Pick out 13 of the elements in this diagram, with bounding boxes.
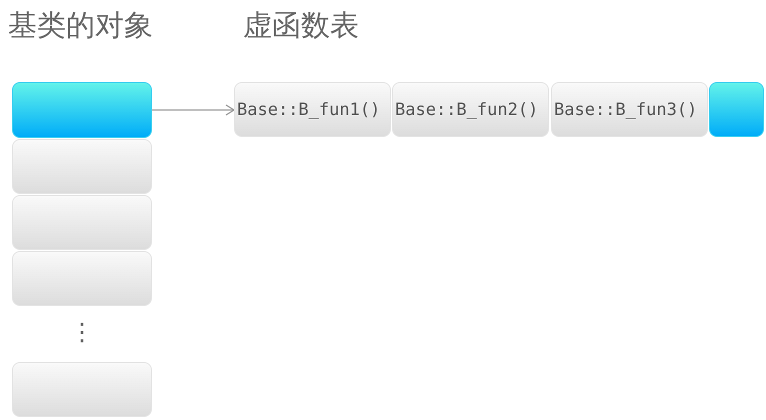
arrow — [152, 104, 235, 116]
slot-box — [12, 362, 152, 417]
vertical-ellipsis: ⋮ — [70, 320, 94, 344]
function-entry-box: Base::B_fun3() — [551, 82, 708, 137]
column-heading: 基类的对象 — [8, 11, 153, 40]
slot-box — [709, 82, 764, 137]
slot-box — [12, 195, 152, 250]
function-entry-box: Base::B_fun1() — [234, 82, 391, 137]
function-entry-box: Base::B_fun2() — [392, 82, 549, 137]
slot-box — [12, 251, 152, 306]
slot-box — [12, 82, 152, 138]
slot-box — [12, 139, 152, 194]
column-heading: 虚函数表 — [243, 11, 359, 40]
